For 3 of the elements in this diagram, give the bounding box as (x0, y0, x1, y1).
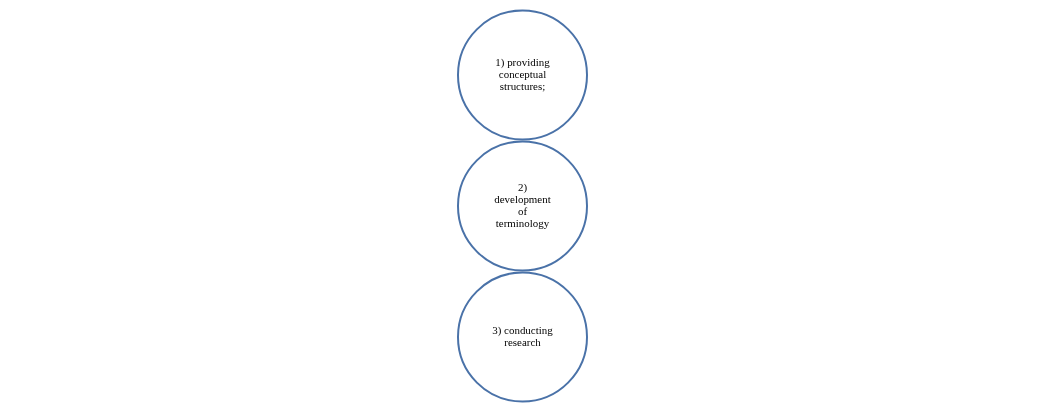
node-circle: 1) providing conceptual structures; (457, 9, 588, 141)
node-circle: 2) development of terminology (457, 140, 588, 272)
node-circle: 3) conducting research (457, 271, 588, 403)
